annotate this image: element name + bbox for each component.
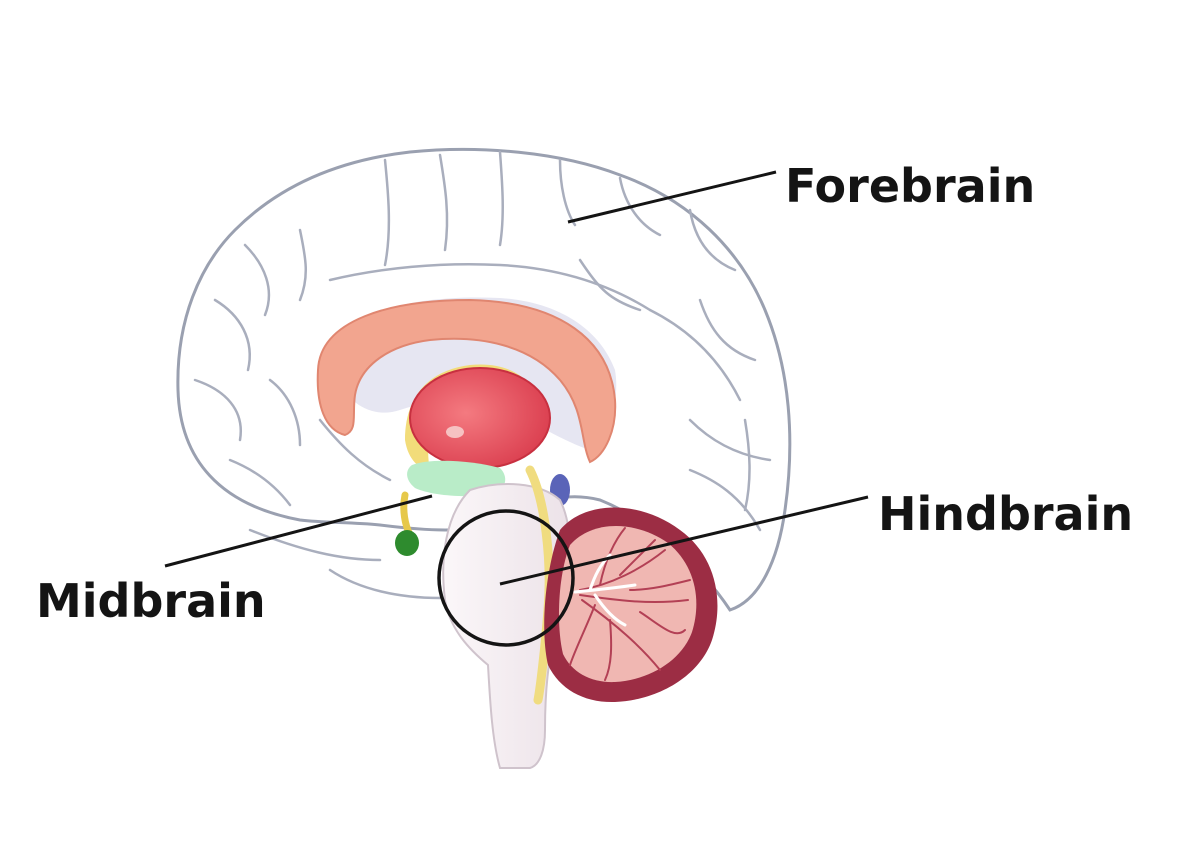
midbrain-label: Midbrain bbox=[36, 574, 266, 628]
hindbrain-label: Hindbrain bbox=[878, 487, 1133, 541]
cortex-sulci bbox=[193, 150, 772, 600]
corpus-callosum bbox=[316, 298, 617, 464]
hindbrain-leader-line bbox=[499, 495, 869, 586]
thalamus-highlight bbox=[446, 426, 464, 438]
cerebellum-inner bbox=[558, 525, 697, 683]
pituitary-gland bbox=[395, 530, 419, 556]
forebrain-leader-line bbox=[567, 170, 777, 224]
midbrain-leader-line bbox=[164, 494, 433, 568]
thalamus bbox=[409, 367, 551, 469]
forebrain-label: Forebrain bbox=[785, 159, 1035, 213]
cerebellum-arbor-vitae bbox=[569, 527, 691, 681]
hindbrain-highlight-circle bbox=[437, 509, 575, 647]
